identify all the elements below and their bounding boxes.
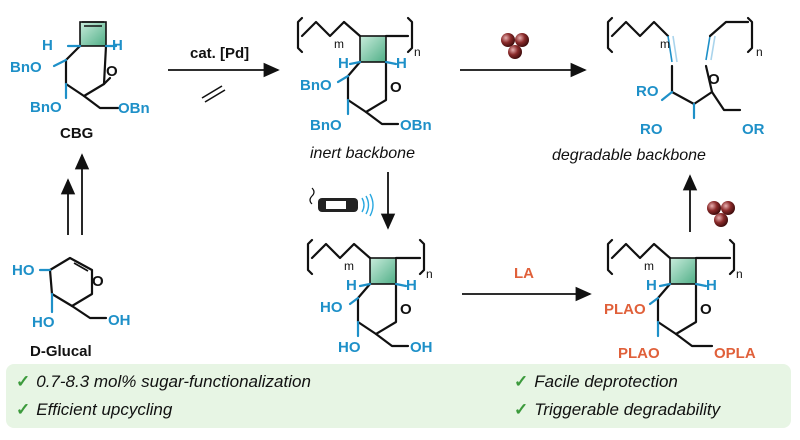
inert-polymer-structure (296, 16, 414, 126)
bno-label: BnO (10, 59, 42, 76)
features-panel: ✓ 0.7-8.3 mol% sugar-functionalization ✓ E… (6, 364, 791, 428)
glucal-label: D-Glucal (30, 343, 92, 360)
la-label: LA (514, 265, 534, 282)
feature-item: ✓ Triggerable degradability (514, 400, 720, 420)
degradable-backbone-label: degradable backbone (552, 147, 706, 164)
feature-text: 0.7-8.3 mol% sugar-functionalization (36, 372, 311, 391)
ring-oxygen: O (390, 79, 402, 96)
check-icon: ✓ (16, 400, 31, 419)
n-subscript: n (736, 267, 743, 281)
catalyst-label: cat. [Pd] (190, 45, 249, 62)
m-subscript: m (334, 37, 344, 51)
h-label: H (338, 55, 349, 72)
trigger-reagent-icon (707, 201, 735, 227)
ho-label: HO (12, 262, 35, 279)
ring-oxygen: O (106, 63, 118, 80)
deprotected-polymer-structure (306, 238, 426, 348)
ho-label: HO (338, 339, 361, 356)
n-subscript: n (414, 45, 421, 59)
ring-oxygen: O (92, 273, 104, 290)
ho-label: HO (320, 299, 343, 316)
h-label: H (396, 55, 407, 72)
check-icon: ✓ (514, 372, 529, 391)
plao-label: PLAO (604, 301, 646, 318)
obn-label: OBn (400, 117, 432, 134)
bno-label: BnO (310, 117, 342, 134)
oh-label: OH (108, 312, 131, 329)
check-icon: ✓ (514, 400, 529, 419)
h-label: H (42, 37, 53, 54)
oh-label: OH (410, 339, 433, 356)
ro-label: RO (640, 121, 663, 138)
ring-oxygen: O (700, 301, 712, 318)
feature-item: ✓ 0.7-8.3 mol% sugar-functionalization (16, 372, 311, 392)
check-icon: ✓ (16, 372, 31, 391)
plao-label: PLAO (618, 345, 660, 362)
h-label: H (646, 277, 657, 294)
trigger-reagent-icon (501, 33, 529, 59)
n-subscript: n (756, 45, 763, 59)
bno-label: BnO (30, 99, 62, 116)
m-subscript: m (660, 37, 670, 51)
degradable-polymer-structure (606, 16, 754, 120)
m-subscript: m (344, 259, 354, 273)
opla-label: OPLA (714, 345, 756, 362)
feature-text: Facile deprotection (534, 372, 678, 391)
obn-label: OBn (118, 100, 150, 117)
m-subscript: m (644, 259, 654, 273)
h-label: H (112, 37, 123, 54)
or-label: OR (742, 121, 765, 138)
sonication-icon (309, 187, 374, 217)
feature-item: ✓ Efficient upcycling (16, 400, 172, 420)
cbg-label: CBG (60, 125, 93, 142)
feature-text: Triggerable degradability (534, 400, 721, 419)
bno-label: BnO (300, 77, 332, 94)
glucal-structure (38, 256, 108, 320)
h-label: H (346, 277, 357, 294)
pla-polymer-structure (606, 238, 736, 348)
inert-backbone-label: inert backbone (310, 145, 415, 162)
ro-label: RO (636, 83, 659, 100)
cbg-structure (52, 21, 120, 110)
ring-oxygen: O (400, 301, 412, 318)
feature-item: ✓ Facile deprotection (514, 372, 678, 392)
ring-oxygen: O (708, 71, 720, 88)
h-label: H (406, 277, 417, 294)
feature-text: Efficient upcycling (36, 400, 173, 419)
ethylene-symbol (201, 85, 223, 99)
n-subscript: n (426, 267, 433, 281)
ho-label: HO (32, 314, 55, 331)
h-label: H (706, 277, 717, 294)
